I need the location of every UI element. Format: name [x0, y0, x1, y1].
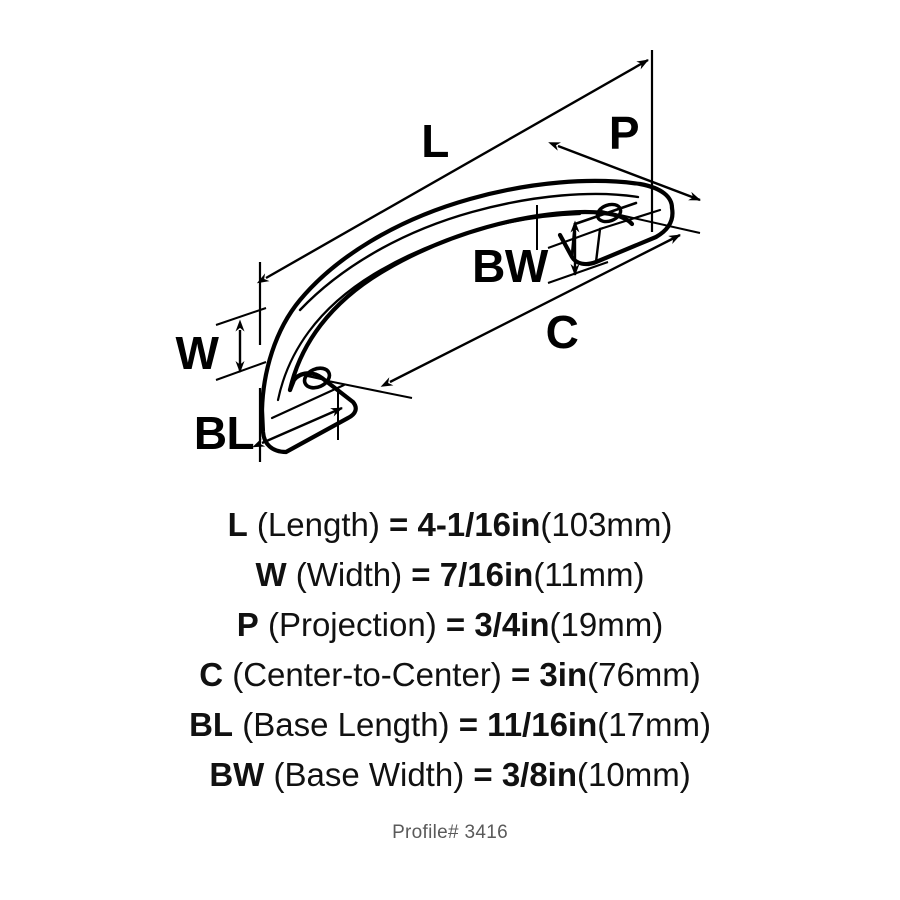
spec-metric-width: (11mm) — [533, 556, 645, 593]
spec-equals-center-to-center: = — [510, 656, 531, 693]
profile-number: Profile# 3416 — [392, 822, 508, 843]
spec-imperial-length: 4-1/16in — [417, 506, 541, 543]
spec-row-base-width: BW (Base Width) = 3/8in(10mm) — [0, 750, 900, 800]
spec-equals-projection: = — [445, 606, 466, 643]
specification-list: L (Length) = 4-1/16in(103mm) W (Width) =… — [0, 500, 900, 800]
spec-name-base-length: (Base Length) — [242, 706, 450, 743]
spec-equals-base-width: = — [473, 756, 493, 793]
spec-code-projection: P — [236, 606, 259, 643]
spec-imperial-base-length: 11/16in — [487, 706, 598, 743]
spec-code-width: W — [255, 556, 287, 593]
spec-code-center-to-center: C — [199, 656, 224, 693]
leader-line-right-hole — [619, 214, 701, 234]
screw-slot-left — [306, 374, 328, 382]
spec-row-center-to-center: C (Center-to-Center) = 3in(76mm) — [0, 650, 900, 700]
witness-line-width-bottom — [215, 361, 267, 381]
label-base-length: BL — [194, 407, 254, 459]
spec-row-projection: P (Projection) = 3/4in(19mm) — [0, 600, 900, 650]
handle-right-base-edge-2 — [594, 227, 602, 264]
spec-metric-projection: (19mm) — [549, 606, 664, 643]
spec-equals-base-length: = — [458, 706, 478, 743]
dimension-center-to-center — [327, 214, 701, 399]
witness-line-width-top — [215, 307, 267, 326]
handle-body — [259, 178, 675, 455]
dimension-line-center-to-center — [380, 233, 681, 387]
spec-metric-center-to-center: (76mm) — [587, 656, 701, 693]
dimension-projection — [548, 142, 701, 202]
spec-name-projection: (Projection) — [267, 606, 437, 643]
label-projection: P — [609, 107, 639, 159]
spec-equals-length: = — [389, 506, 409, 543]
dimension-line-projection — [548, 142, 701, 202]
spec-code-base-length: BL — [189, 706, 234, 743]
spec-row-base-length: BL (Base Length) = 11/16in(17mm) — [0, 700, 900, 750]
spec-code-base-width: BW — [209, 756, 265, 793]
spec-name-base-width: (Base Width) — [273, 756, 465, 793]
screw-hole-left — [302, 366, 332, 390]
spec-row-width: W (Width) = 7/16in(11mm) — [0, 550, 900, 600]
label-center-to-center: C — [546, 306, 579, 358]
dimension-line-length — [256, 58, 649, 284]
spec-row-length: L (Length) = 4-1/16in(103mm) — [0, 500, 900, 550]
extension-lines — [258, 50, 654, 462]
spec-metric-base-length: (17mm) — [597, 706, 711, 743]
dimension-base-length — [252, 392, 343, 448]
label-length: L — [421, 115, 449, 167]
label-width: W — [176, 327, 220, 379]
spec-name-width: (Width) — [295, 556, 403, 593]
dimension-length — [256, 58, 649, 284]
spec-code-length: L — [227, 506, 248, 543]
leader-line-left-hole — [327, 380, 413, 399]
spec-equals-width: = — [411, 556, 431, 593]
spec-imperial-center-to-center: 3in — [539, 656, 588, 693]
handle-isometric-svg: L P W BL — [176, 50, 701, 462]
spec-name-center-to-center: (Center-to-Center) — [232, 656, 502, 693]
spec-imperial-projection: 3/4in — [474, 606, 550, 643]
spec-imperial-base-width: 3/8in — [501, 756, 578, 793]
label-base-width: BW — [472, 240, 549, 292]
spec-imperial-width: 7/16in — [439, 556, 534, 593]
technical-drawing: L P W BL — [176, 50, 701, 462]
spec-name-length: (Length) — [256, 506, 380, 543]
spec-metric-length: (103mm) — [540, 506, 673, 543]
dimension-line-base-length — [252, 406, 343, 448]
spec-metric-base-width: (10mm) — [577, 756, 691, 793]
handle-inner-front-edge — [287, 209, 635, 393]
dimension-width — [215, 307, 267, 381]
witness-line-base-width-lower — [547, 261, 609, 284]
